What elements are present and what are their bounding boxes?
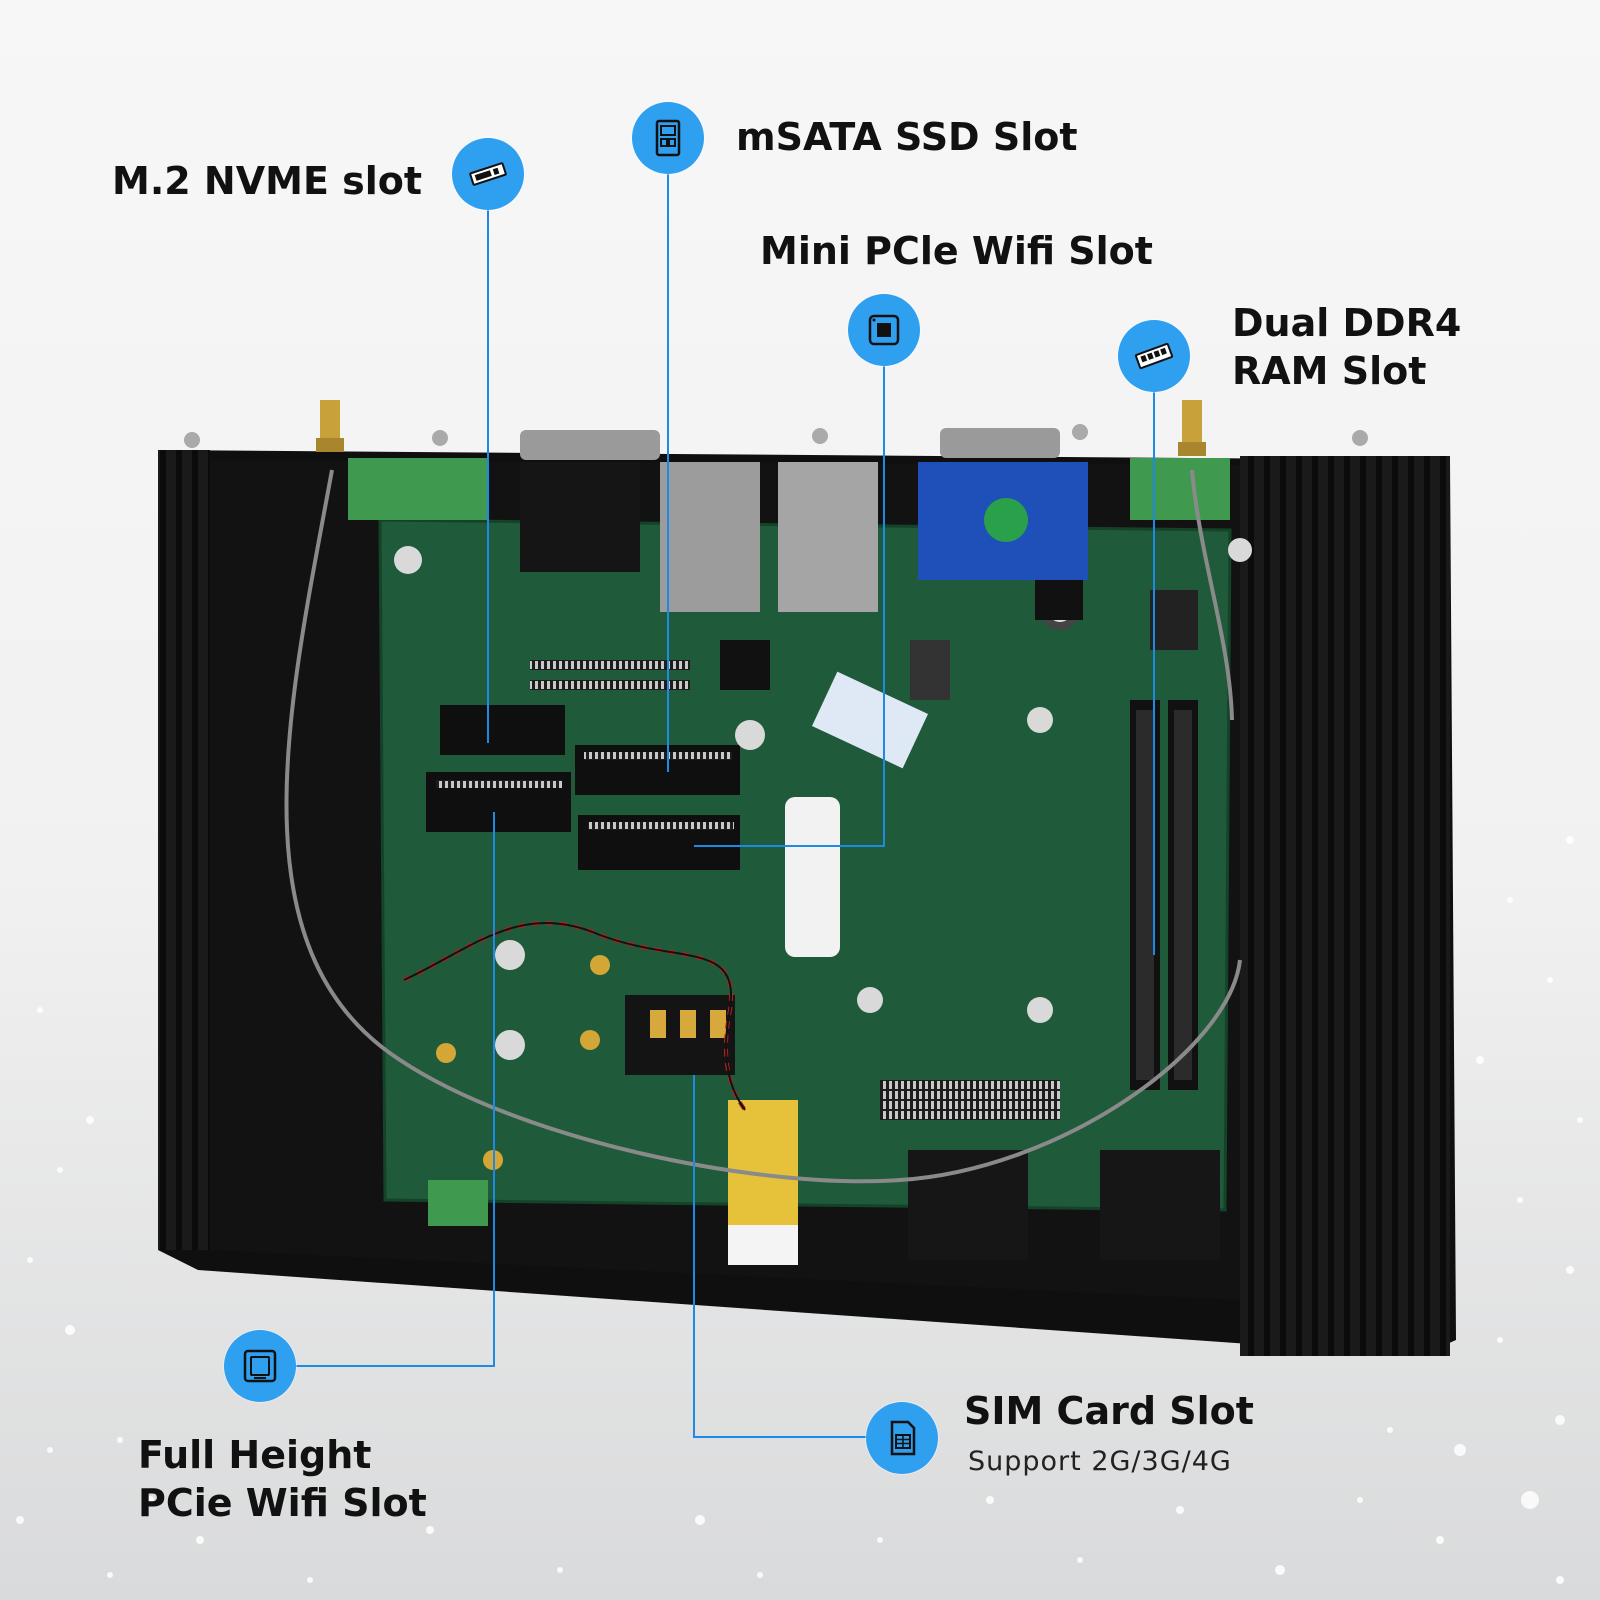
msata-label: mSATA SSD Slot [736,115,1078,159]
right-heatsink-fins [1240,456,1450,1356]
mini-pcie-badge [848,294,920,366]
m2-nvme-badge [452,138,524,210]
sim-badge [866,1402,938,1474]
sim-card-icon [890,1420,916,1456]
full-pcie-badge [224,1330,296,1402]
left-heatsink-fins [158,450,210,1250]
mini-pcie-label: Mini PCle Wifi Slot [760,229,1153,273]
ssd-icon [655,119,681,157]
chip-icon [868,314,900,346]
motherboard [348,458,1252,1265]
ram-stick-icon [1134,342,1174,370]
sim-sublabel: Support 2G/3G/4G [968,1446,1232,1477]
top-connectors [184,400,1368,460]
sim-label: SIM Card Slot [964,1389,1254,1433]
ddr4-badge [1118,320,1190,392]
msata-badge [632,102,704,174]
ddr4-label-line2: RAM Slot [1232,349,1427,393]
m2-card-icon [469,162,507,186]
m2-nvme-label: M.2 NVME slot [112,159,423,203]
full-pcie-label-line2: PCie Wifi Slot [138,1481,427,1525]
card-slot-icon [243,1349,277,1383]
full-pcie-label-line1: Full Height [138,1433,372,1477]
ddr4-label-line1: Dual DDR4 [1232,301,1462,345]
